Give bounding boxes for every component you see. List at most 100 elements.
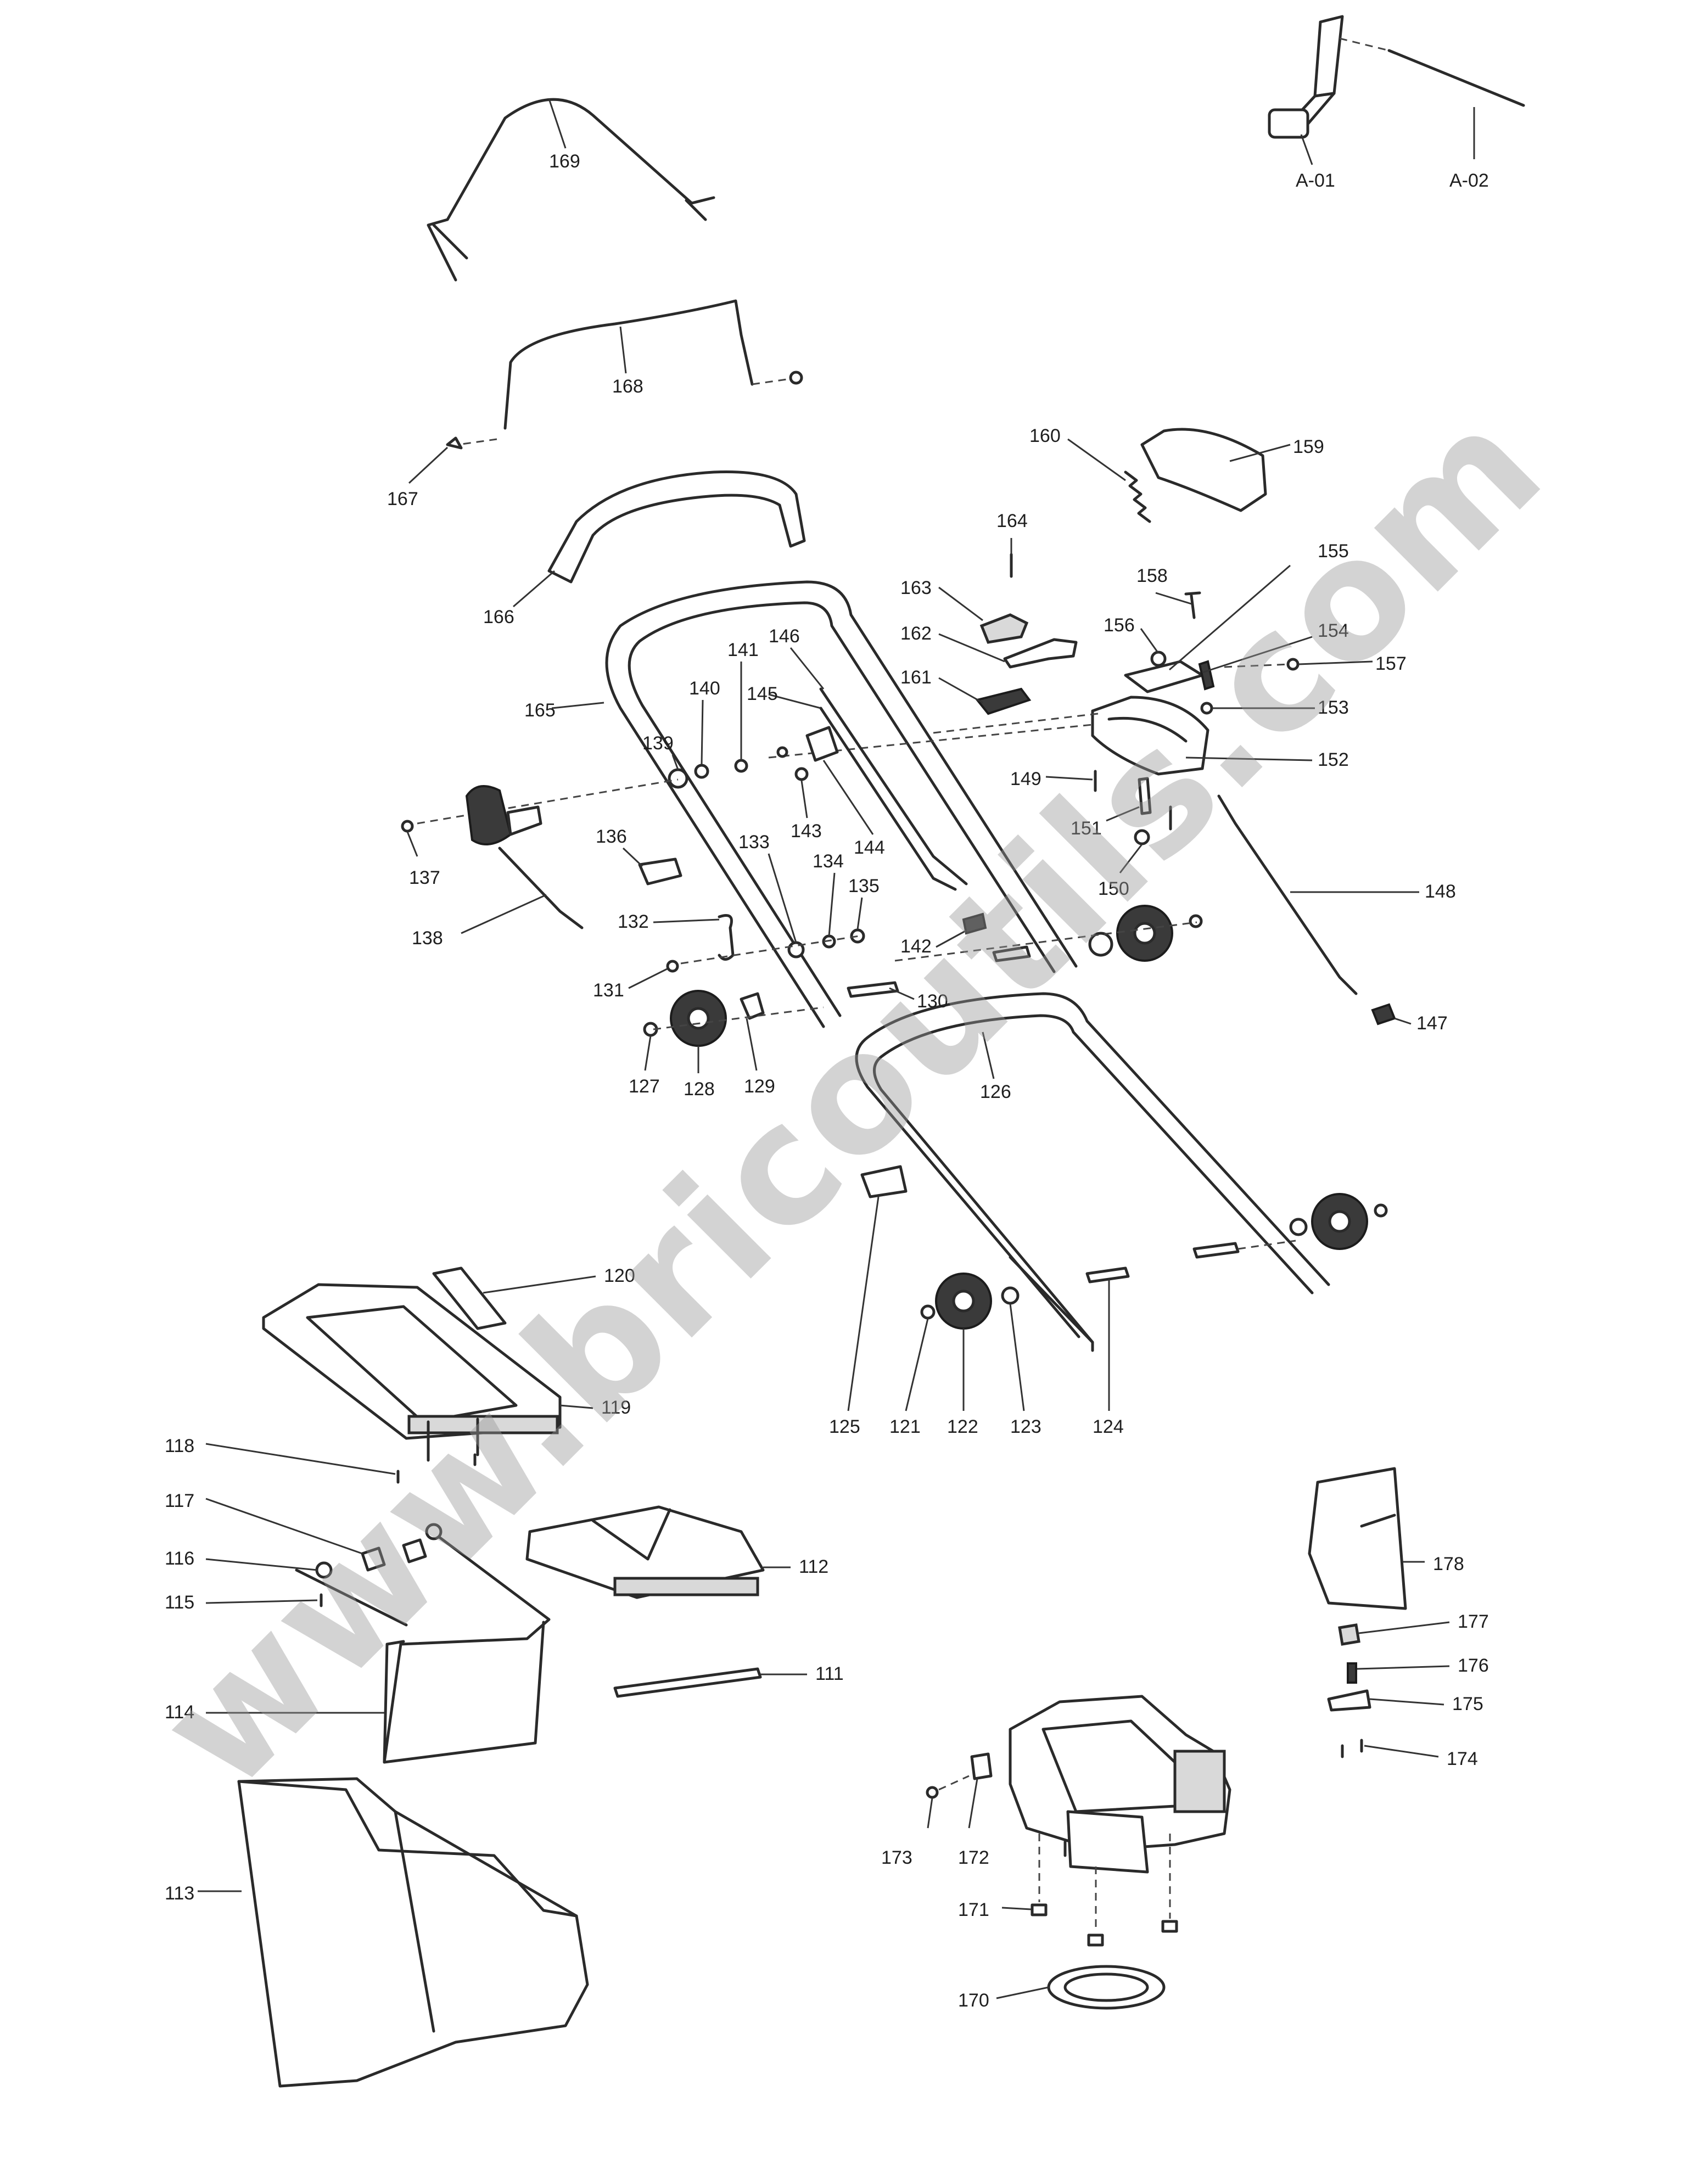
part-156-washer	[1150, 651, 1167, 667]
part-175-bracket	[1327, 1689, 1371, 1712]
callout-126: 126	[980, 1081, 1011, 1102]
callout-118: 118	[165, 1436, 194, 1456]
callout-174: 174	[1447, 1748, 1478, 1769]
part-knob-lower-right	[1311, 1193, 1368, 1250]
callout-157: 157	[1375, 653, 1407, 674]
part-132-clip	[718, 914, 735, 961]
callout-121: 121	[889, 1416, 921, 1437]
part-163-lever-cap	[979, 613, 1029, 644]
part-112-cover-plate	[525, 1505, 765, 1599]
part-153-screw	[1200, 702, 1213, 715]
part-158-bolt	[1184, 591, 1201, 619]
callout-167: 167	[387, 489, 418, 509]
part-137-screw	[401, 820, 414, 833]
part-128-knob	[670, 990, 727, 1047]
part-173-screw	[926, 1786, 939, 1799]
callout-175: 175	[1452, 1694, 1483, 1714]
callout-labels: A-01 A-02 169 168 167 166 165 164 163 16…	[165, 151, 1489, 2011]
callout-136: 136	[596, 826, 627, 847]
callout-153: 153	[1318, 697, 1349, 718]
callout-129: 129	[744, 1076, 775, 1097]
part-148-cable	[1217, 794, 1358, 995]
callout-131: 131	[593, 980, 624, 1001]
callout-119: 119	[601, 1397, 631, 1418]
callout-111: 111	[815, 1663, 844, 1684]
part-155-bracket	[1124, 660, 1204, 693]
part-139-washer	[668, 768, 688, 789]
callout-169: 169	[549, 151, 580, 172]
callout-168: 168	[612, 376, 643, 397]
callout-117: 117	[165, 1490, 194, 1511]
callout-155: 155	[1318, 541, 1349, 562]
callout-116: 116	[165, 1548, 194, 1569]
callout-137: 137	[409, 867, 440, 888]
callout-171: 171	[958, 1899, 989, 1920]
callout-143: 143	[791, 821, 822, 842]
part-178-chute	[1308, 1467, 1407, 1610]
leader-lines	[198, 98, 1475, 1999]
part-a01-plug-wrench	[1268, 15, 1344, 139]
part-144-bracket	[805, 726, 839, 762]
callout-124: 124	[1093, 1416, 1124, 1437]
part-165-upper-handle	[605, 580, 1078, 1028]
part-120-strip	[432, 1266, 507, 1330]
part-131-screw	[666, 960, 679, 973]
part-140-washer	[694, 764, 709, 779]
part-123-washer	[1001, 1286, 1020, 1305]
part-126-lower-handle	[855, 992, 1330, 1338]
callout-135: 135	[848, 876, 880, 896]
part-138-throttle-control	[465, 785, 512, 845]
callout-125: 125	[829, 1416, 860, 1437]
part-154-pin	[1198, 660, 1215, 691]
callout-164: 164	[996, 511, 1028, 531]
part-147-spring	[1371, 1003, 1396, 1025]
callout-139: 139	[642, 733, 674, 754]
callout-147: 147	[1416, 1013, 1448, 1034]
callout-115: 115	[165, 1592, 194, 1613]
part-145-cable	[819, 707, 957, 891]
callout-161: 161	[900, 667, 932, 688]
part-113-grass-bag	[237, 1777, 589, 2088]
callout-162: 162	[900, 623, 932, 644]
callout-134: 134	[813, 851, 844, 872]
part-142-spring	[962, 912, 987, 935]
part-172-bracket	[970, 1752, 993, 1780]
part-157-screw	[1286, 658, 1300, 671]
callout-150: 150	[1098, 878, 1129, 899]
callout-172: 172	[958, 1847, 989, 1868]
part-169-handle-bar	[427, 98, 715, 282]
callout-173: 173	[881, 1847, 912, 1868]
part-177-latch	[1338, 1623, 1360, 1646]
part-114-frame	[295, 1535, 551, 1764]
part-129-washer	[740, 992, 765, 1020]
callout-123: 123	[1010, 1416, 1041, 1437]
part-170-gasket	[1047, 1965, 1166, 2010]
part-116-washer	[315, 1561, 333, 1579]
callout-145: 145	[747, 683, 778, 704]
part-161-lever-base	[975, 687, 1032, 715]
part-150-nut	[1134, 829, 1150, 845]
part-117-sleeve	[361, 1546, 386, 1572]
callout-113: 113	[165, 1883, 194, 1904]
callout-A-02: A-02	[1449, 170, 1489, 191]
callout-132: 132	[618, 911, 649, 932]
callout-112: 112	[799, 1556, 828, 1577]
callout-151: 151	[1071, 818, 1102, 839]
callout-146: 146	[769, 626, 800, 647]
callout-154: 154	[1318, 620, 1349, 641]
part-160-spring	[1124, 470, 1151, 523]
part-122-knob	[935, 1273, 992, 1330]
callout-177: 177	[1458, 1611, 1489, 1632]
callout-120: 120	[604, 1265, 635, 1286]
part-a02-rod	[1339, 37, 1525, 107]
callout-130: 130	[917, 991, 948, 1012]
part-125-clip	[860, 1165, 908, 1198]
part-171-nuts	[1031, 1903, 1048, 1916]
callout-165: 165	[524, 700, 556, 721]
callout-152: 152	[1318, 749, 1349, 770]
part-166-foam-grip	[547, 470, 806, 584]
callout-114: 114	[165, 1702, 194, 1723]
part-176-spring	[1347, 1662, 1357, 1684]
